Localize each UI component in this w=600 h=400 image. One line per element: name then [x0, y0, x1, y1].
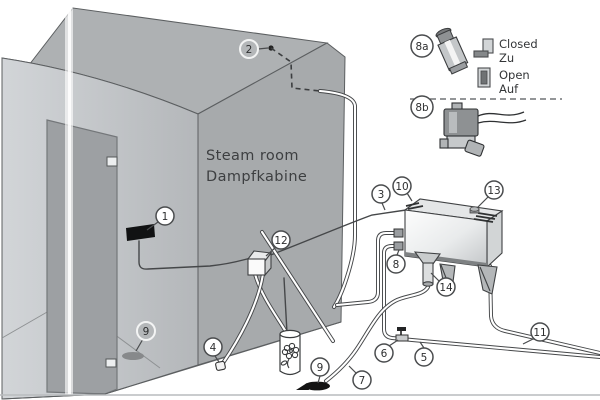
control-panel — [126, 224, 155, 241]
pipes — [221, 230, 600, 383]
unit-cable — [267, 209, 407, 257]
callout-9-inside-num: 9 — [143, 326, 150, 338]
legend-open-de: Auf — [499, 82, 519, 96]
callout-6-num: 6 — [381, 348, 388, 360]
callout-8: 8 — [386, 249, 406, 274]
drain-funnel — [413, 251, 442, 287]
cabin-base-edge — [1, 321, 342, 400]
callout-1: 1 — [146, 206, 175, 231]
glass-highlight-core — [68, 8, 71, 395]
callout-13-num: 13 — [487, 185, 500, 197]
callout-9-inside: 9 — [135, 321, 156, 352]
callout-4: 4 — [203, 337, 223, 363]
legend: Closed Zu Open Auf — [410, 27, 562, 157]
callout-14: 14 — [430, 272, 456, 297]
door-hinge-bottom — [105, 358, 117, 368]
box-cable-sensor-inner — [221, 272, 265, 365]
callout-12: 12 — [265, 230, 291, 257]
roof-sensor-cable-dashed — [270, 47, 321, 92]
callout-9-outside-num: 9 — [317, 362, 324, 374]
cabin-right-wall — [197, 42, 346, 366]
callout-12-num: 12 — [274, 235, 287, 247]
manual-valve-icon — [435, 27, 469, 75]
solenoid-valve-icon — [439, 102, 527, 157]
callout-5: 5 — [414, 341, 434, 367]
callout-2-num: 2 — [246, 44, 253, 56]
steam-pipe-inner — [260, 230, 335, 343]
callout-8b: 8b — [410, 95, 434, 119]
aroma-flower-icon — [280, 342, 300, 369]
water-inlet-fitting — [393, 241, 404, 251]
callout-8a-num: 8a — [415, 41, 428, 53]
legend-open-en: Open — [499, 68, 530, 82]
callout-13: 13 — [476, 180, 504, 209]
callout-8-num: 8 — [393, 259, 400, 271]
callout-10: 10 — [392, 176, 413, 202]
legend-closed-de: Zu — [499, 51, 514, 65]
room-label-de: Dampfkabine — [206, 169, 307, 185]
callout-3-num: 3 — [378, 189, 385, 201]
room-label-en: Steam room — [206, 148, 299, 164]
callout-11-num: 11 — [533, 327, 546, 339]
callout-5-num: 5 — [421, 352, 428, 364]
control-panel-cable — [138, 240, 256, 270]
steamhead-feeder — [283, 277, 288, 334]
floor-drain-inside — [122, 352, 144, 360]
valve-open-icon — [477, 67, 491, 88]
box-cable-steamhead-inner — [253, 272, 288, 334]
callout-1-num: 1 — [162, 211, 169, 223]
steam-outlet-fitting — [393, 228, 404, 238]
shutoff-valve — [395, 327, 409, 342]
callout-4-num: 4 — [210, 342, 217, 354]
roof-cable-down-inner — [318, 89, 357, 309]
floor-drain-outside — [296, 381, 330, 391]
callout-2: 2 — [239, 39, 269, 59]
water-pipe-inner — [382, 244, 600, 359]
drain-hose-inner — [324, 285, 430, 383]
callout-9-outside: 9 — [310, 357, 330, 384]
callout-10-num: 10 — [395, 181, 408, 193]
callout-7: 7 — [348, 365, 372, 390]
junction-box — [246, 250, 273, 277]
floor-sensor — [215, 360, 226, 371]
cables — [138, 45, 407, 309]
unit-steam-pipe-inner — [335, 231, 400, 307]
overflow-pipe-inner — [488, 264, 600, 355]
door-hinge-top — [106, 156, 118, 167]
callout-8b-num: 8b — [415, 102, 429, 114]
indicator-knob — [469, 206, 480, 214]
callout-8a: 8a — [410, 34, 434, 58]
callout-3: 3 — [371, 184, 391, 211]
callout-7-num: 7 — [359, 375, 366, 387]
steam-cabin: Steam room Dampfkabine — [0, 7, 600, 400]
callout-6: 6 — [374, 339, 399, 363]
callout-11: 11 — [522, 322, 550, 345]
vent-slats — [405, 202, 498, 223]
callouts: 1 2 3 4 5 6 7 — [135, 34, 550, 390]
cabin-door — [46, 119, 118, 395]
steam-generator-unit — [393, 198, 504, 295]
callout-14-num: 14 — [439, 282, 453, 294]
valve-closed-icon — [473, 38, 494, 58]
steam-head — [279, 329, 301, 376]
legend-closed-en: Closed — [499, 37, 538, 51]
